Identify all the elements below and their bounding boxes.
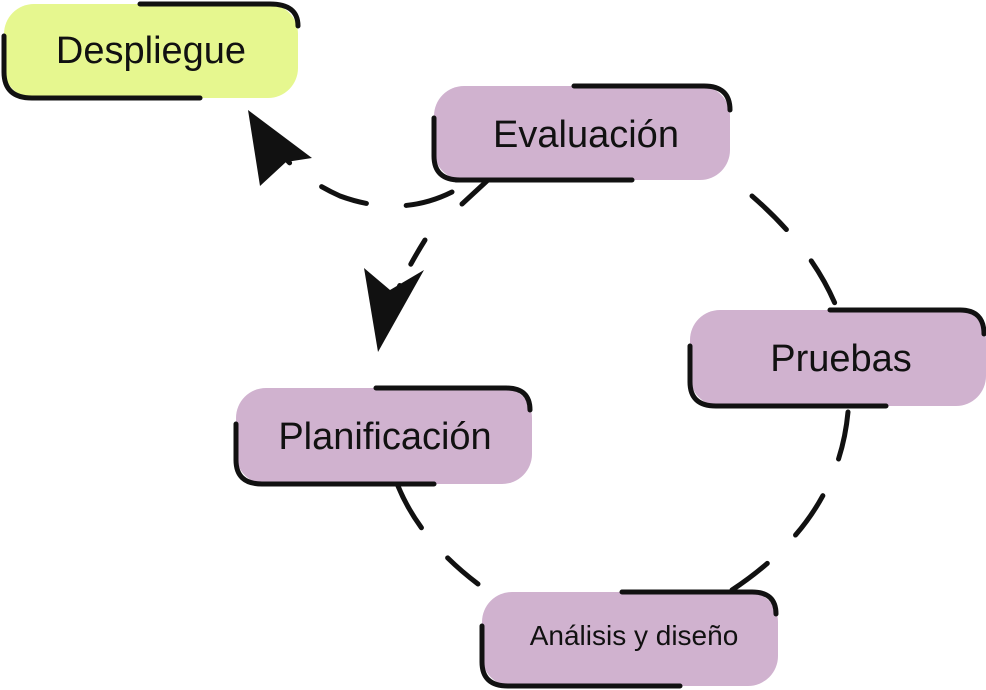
node-planificacion: Planificación (233, 385, 533, 487)
edge-evaluacion-pruebas (749, 193, 839, 309)
node-evaluacion-outline (571, 83, 733, 113)
node-pruebas-outline-bottom (687, 343, 889, 409)
node-pruebas-label: Pruebas (770, 338, 912, 380)
node-despliegue-box (4, 4, 298, 98)
node-planificacion-label: Planificación (278, 416, 491, 458)
node-despliegue-outline (137, 1, 301, 29)
node-evaluacion-outline-bottom (431, 115, 635, 183)
node-pruebas: Pruebas (687, 307, 986, 409)
node-planificacion-outline-bottom (233, 421, 437, 487)
node-analisis-box (482, 592, 778, 686)
node-evaluacion: Evaluación (431, 83, 733, 183)
node-pruebas-box (690, 310, 986, 406)
node-pruebas-outline (827, 307, 986, 337)
node-analisis: Análisis y diseño (479, 589, 779, 689)
node-analisis-outline (619, 589, 779, 617)
node-despliegue-label: Despliegue (56, 30, 246, 72)
node-evaluacion-label: Evaluación (493, 114, 679, 156)
node-planificacion-outline (373, 385, 533, 413)
edge-pruebas-analisis (729, 409, 851, 593)
node-despliegue-outline-bottom (1, 33, 203, 101)
node-analisis-outline-bottom (479, 623, 683, 689)
edge-evaluacion-despliegue (275, 147, 455, 209)
node-evaluacion-box (434, 86, 730, 180)
node-planificacion-box (236, 388, 532, 484)
edge-planificacion-analisis (395, 483, 481, 587)
node-despliegue: Despliegue (1, 1, 301, 101)
arrowhead-to-planificacion-icon (364, 268, 424, 352)
arrowhead-to-despliegue-icon (248, 110, 312, 186)
small-arrow-icon (453, 177, 495, 207)
node-analisis-label: Análisis y diseño (530, 620, 739, 651)
